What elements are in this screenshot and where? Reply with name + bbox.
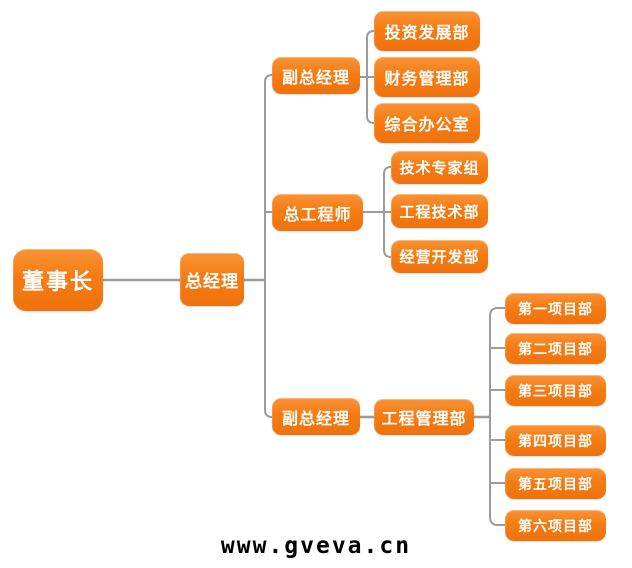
node-project-dept-1: 第一项目部 [505,293,606,324]
node-project-dept-6: 第六项目部 [505,510,606,541]
node-chairman: 董事长 [13,249,103,311]
node-deputy-general-manager-1: 副总经理 [272,57,360,94]
node-dept-engineering-technology: 工程技术部 [391,194,488,228]
node-chief-engineer: 总工程师 [272,194,363,231]
node-project-dept-4: 第四项目部 [505,425,606,456]
node-dept-technical-experts: 技术专家组 [391,151,488,184]
node-dept-general-office: 综合办公室 [374,103,480,143]
node-project-dept-2: 第二项目部 [505,333,606,364]
node-dept-investment-development: 投资发展部 [374,11,480,51]
node-dept-business-development: 经营开发部 [391,240,488,273]
node-deputy-general-manager-2: 副总经理 [272,398,360,435]
node-dept-finance-management: 财务管理部 [374,57,480,97]
node-dept-engineering-management: 工程管理部 [374,399,474,435]
node-project-dept-3: 第三项目部 [505,375,606,406]
watermark-text: www.gveva.cn [220,533,412,559]
node-general-manager: 总经理 [180,253,244,306]
node-project-dept-5: 第五项目部 [505,468,606,499]
